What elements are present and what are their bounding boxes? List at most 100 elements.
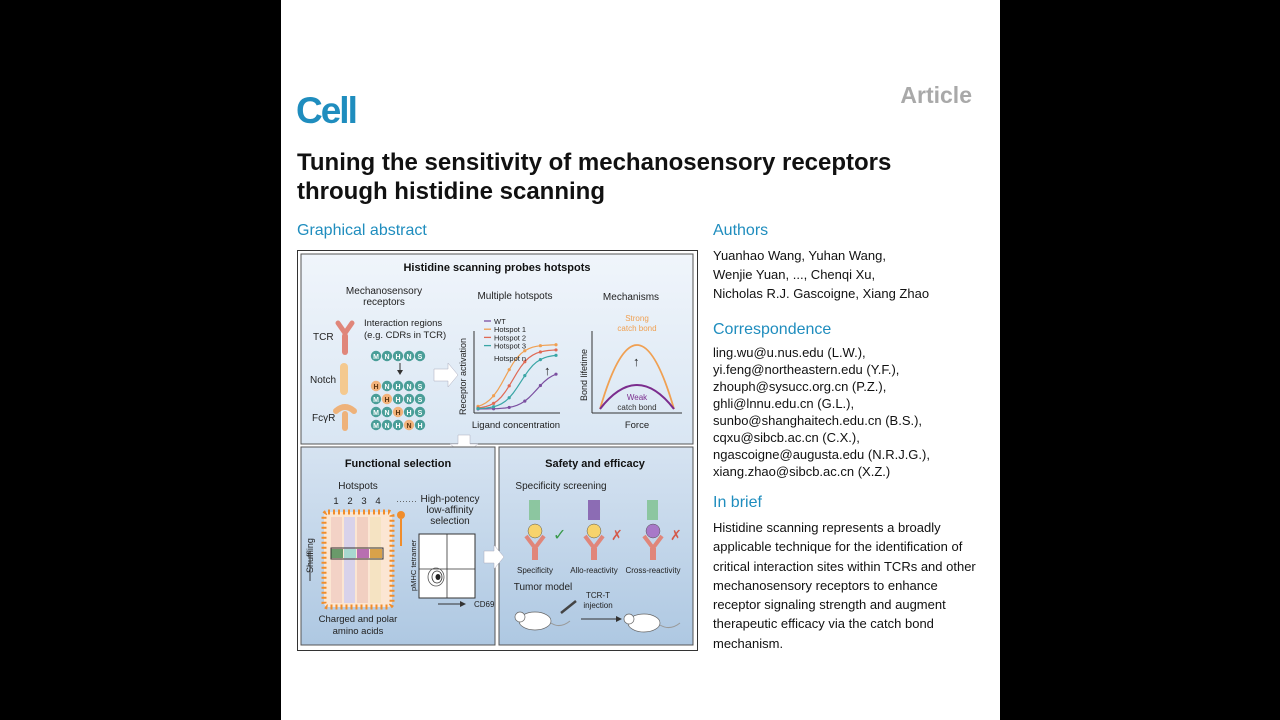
hotspot-number: 2 — [347, 496, 352, 507]
svg-text:H: H — [373, 384, 378, 391]
residue-bead: H — [392, 419, 404, 431]
svg-text:H: H — [406, 410, 411, 417]
functional-selection-title: Functional selection — [345, 458, 452, 470]
svg-text:H: H — [384, 397, 389, 404]
hotspot-number: 4 — [375, 496, 380, 507]
legend-label: Hotspot 3 — [494, 342, 526, 351]
histidine-bead: H — [381, 393, 393, 405]
activation-curve — [477, 349, 557, 409]
authors-heading: Authors — [713, 222, 769, 239]
graphical-abstract-figure: Histidine scanning probes hotspots Mecha… — [297, 250, 698, 651]
right-arrow-2 — [483, 544, 505, 570]
col1-title-line2: receptors — [363, 297, 405, 308]
email-item[interactable]: yi.feng@northeastern.edu (Y.F.), — [713, 362, 900, 377]
residue-bead: N — [381, 406, 393, 418]
histidine-bead: N — [403, 419, 415, 431]
top-panel-title: Histidine scanning probes hotspots — [403, 262, 590, 274]
force-x-label: Force — [625, 420, 649, 431]
svg-text:M: M — [373, 354, 379, 361]
email-item[interactable]: sunbo@shanghaitech.edu.cn (B.S.), — [713, 413, 923, 428]
histidine-bead: H — [370, 380, 382, 392]
notch-label: Notch — [310, 375, 336, 386]
correspondence-list: ling.wu@u.nus.edu (L.W.), yi.feng@northe… — [713, 344, 993, 480]
weak-label-2: catch bond — [617, 403, 656, 412]
col1-title-line1: Mechanosensory — [346, 286, 422, 297]
cd69-x-label: CD69 — [474, 600, 495, 609]
email-item[interactable]: zhouph@sysucc.org.cn (P.Z.), — [713, 379, 887, 394]
allo-reactivity-tcr-icon — [583, 500, 605, 560]
tcr-receptor-icon — [335, 320, 355, 355]
activation-point — [507, 405, 511, 410]
screening-label: Cross-reactivity — [625, 566, 680, 575]
svg-text:N: N — [406, 397, 411, 404]
svg-text:S: S — [418, 410, 423, 417]
screening-label: Specificity — [517, 566, 553, 575]
email-item[interactable]: ghli@lnnu.edu.cn (G.L.), — [713, 396, 855, 411]
residue-bead: M — [370, 350, 382, 362]
residue-bead: N — [403, 350, 415, 362]
residue-bead: S — [414, 406, 426, 418]
svg-text:M: M — [373, 423, 379, 430]
fcgr-receptor-icon — [333, 404, 357, 431]
up-arrow: ↑ — [544, 363, 551, 378]
hotspots-label: Hotspots — [338, 481, 377, 492]
activation-plot: Receptor activation Ligand concentration… — [458, 317, 560, 431]
svg-text:M: M — [373, 410, 379, 417]
safety-efficacy-title: Safety and efficacy — [545, 458, 646, 470]
high-potency-line1: High-potency — [421, 494, 480, 505]
library-columns — [331, 517, 382, 603]
svg-text:N: N — [406, 354, 411, 361]
interaction-regions-line2: (e.g. CDRs in TCR) — [364, 330, 446, 341]
specificity-screening-label: Specificity screening — [515, 481, 606, 492]
hotspot-number: 3 — [361, 496, 366, 507]
bond-lifetime-plot: Strong catch bond Weak catch bond ↑ Bond… — [579, 314, 682, 431]
residue-bead: H — [392, 393, 404, 405]
charged-line2: amino acids — [333, 626, 384, 637]
activation-point — [538, 383, 542, 388]
svg-text:H: H — [395, 354, 400, 361]
bond-lifetime-y-label: Bond lifetime — [579, 349, 589, 401]
article-type-label: Article — [900, 82, 972, 108]
in-brief-heading: In brief — [713, 494, 762, 511]
activation-curve — [477, 354, 557, 410]
activation-point — [492, 405, 496, 409]
strong-catch-bond-curve — [599, 344, 675, 410]
email-item[interactable]: cqxu@sibcb.ac.cn (C.X.), — [713, 430, 860, 445]
legend-label: Hotspot 1 — [494, 325, 526, 334]
specificity-tcr-icon — [524, 500, 546, 560]
cross-reactivity-tcr-icon — [642, 500, 664, 560]
activation-point — [554, 353, 558, 357]
screening-label: Allo-reactivity — [570, 566, 618, 575]
specificity-labels: Specificity Allo-reactivity Cross-reactivi… — [517, 566, 681, 575]
activation-point — [538, 350, 542, 354]
residue-bead: S — [414, 350, 426, 362]
residue-bead: N — [403, 380, 415, 392]
library-column — [331, 517, 342, 603]
svg-text:H: H — [395, 410, 400, 417]
residue-bead: H — [392, 380, 404, 392]
svg-text:S: S — [418, 384, 423, 391]
activation-point — [523, 399, 527, 403]
residue-bead: S — [414, 393, 426, 405]
selected-residue — [357, 549, 369, 558]
mechanism-up-arrow: ↑ — [633, 354, 640, 369]
author-line: Yuanhao Wang, Yuhan Wang, — [713, 248, 886, 263]
email-item[interactable]: ngascoigne@augusta.edu (N.R.J.G.), — [713, 447, 930, 462]
email-item[interactable]: xiang.zhao@sibcb.ac.cn (X.Z.) — [713, 464, 891, 479]
tcrt-line1: TCR-T — [586, 591, 610, 600]
paper-page: Cell Article Tuning the sensitivity of m… — [281, 0, 1000, 720]
residue-bead: H — [403, 406, 415, 418]
selected-residue — [370, 549, 382, 558]
svg-text:S: S — [418, 397, 423, 404]
notch-receptor-icon — [340, 363, 348, 395]
residue-bead: M — [370, 393, 382, 405]
residue-bead: N — [403, 393, 415, 405]
authors-list: Yuanhao Wang, Yuhan Wang, Wenjie Yuan, .… — [713, 246, 983, 303]
email-item[interactable]: ling.wu@u.nus.edu (L.W.), — [713, 345, 866, 360]
mouse-icon-2 — [623, 613, 681, 633]
hotspot-number: 1 — [333, 496, 338, 507]
legend-label: Hotspot 2 — [494, 333, 526, 342]
high-potency-line3: selection — [430, 516, 469, 527]
tcrt-line2: injection — [583, 601, 612, 610]
